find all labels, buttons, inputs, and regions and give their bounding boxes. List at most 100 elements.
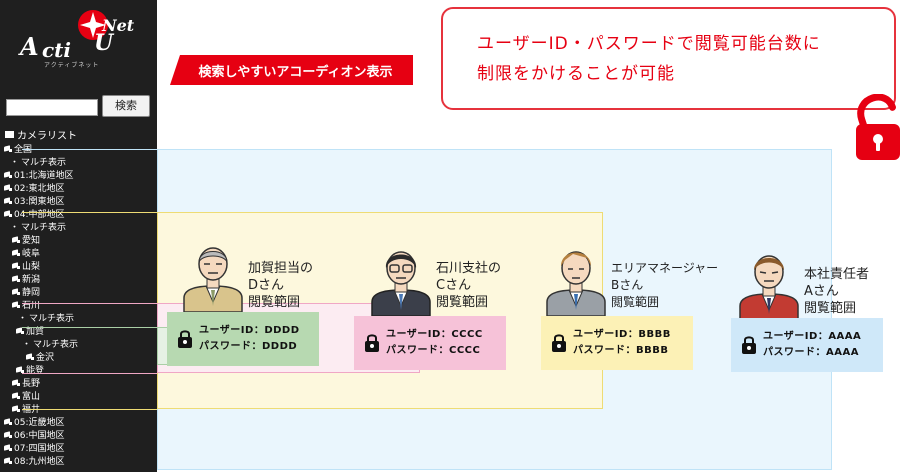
camera-icon xyxy=(4,458,13,464)
camera-icon xyxy=(16,328,25,334)
sidebar-camera-item[interactable]: 02:東北地区 xyxy=(4,181,65,194)
sidebar-camera-item[interactable]: 04:中部地区 xyxy=(4,207,65,220)
camera-icon xyxy=(4,419,13,425)
sidebar-camera-item[interactable]: 全国 xyxy=(4,142,32,155)
logo-letter-a: A xyxy=(20,32,39,61)
sidebar-item-label: 長野 xyxy=(22,379,41,389)
sidebar-item-label: 富山 xyxy=(22,392,41,402)
sidebar-item-label: マルチ表示 xyxy=(21,158,67,168)
bullet-icon: ・ xyxy=(22,340,32,350)
sidebar-camera-item[interactable]: 01:北海道地区 xyxy=(4,168,74,181)
sidebar-camera-item[interactable]: 山梨 xyxy=(12,259,40,272)
logo-subtitle: アクティブネット xyxy=(44,62,100,69)
search-button[interactable]: 検索 xyxy=(102,95,150,117)
sidebar-item-label: 石川 xyxy=(22,301,41,311)
camera-icon xyxy=(12,406,21,412)
person-d-name: 加賀担当の Dさん 閲覧範囲 xyxy=(248,261,314,310)
person-c-name: 石川支社の Cさん 閲覧範囲 xyxy=(436,261,502,310)
sidebar-item-label: 加賀 xyxy=(26,327,45,337)
callout-box: ユーザーID・パスワードで閲覧可能台数に 制限をかけることが可能 xyxy=(441,7,896,110)
camera-icon xyxy=(4,198,13,204)
callout-line-1: ユーザーID・パスワードで閲覧可能台数に xyxy=(477,34,821,54)
sidebar-item-label: 金沢 xyxy=(36,353,55,363)
bullet-icon: ・ xyxy=(10,223,20,233)
camera-icon xyxy=(12,393,21,399)
camera-icon xyxy=(4,211,13,217)
lock-icon xyxy=(365,334,379,352)
sidebar-camera-item[interactable]: 07:四国地区 xyxy=(4,441,65,454)
sidebar-camera-item[interactable]: 金沢 xyxy=(26,350,54,363)
user-id-b: ユーザーID：BBBB xyxy=(573,329,671,340)
password-c: パスワード：CCCC xyxy=(386,345,481,356)
callout-line-2: 制限をかけることが可能 xyxy=(477,64,675,84)
sidebar-camera-item[interactable]: 06:中国地区 xyxy=(4,428,65,441)
sidebar-camera-item[interactable]: 静岡 xyxy=(12,285,40,298)
logo-net: Net xyxy=(102,16,135,35)
sidebar-camera-item[interactable]: 愛知 xyxy=(12,233,40,246)
lock-icon xyxy=(742,336,756,354)
logo-star-icon xyxy=(78,10,108,40)
sidebar-camera-item[interactable]: 石川 xyxy=(12,298,40,311)
credentials-b: ユーザーID：BBBB パスワード：BBBB xyxy=(541,316,693,370)
camera-icon xyxy=(4,445,13,451)
sidebar-item-label: マルチ表示 xyxy=(29,314,75,324)
camera-icon xyxy=(12,289,21,295)
camera-icon xyxy=(16,367,25,373)
credentials-a: ユーザーID：AAAA パスワード：AAAA xyxy=(731,318,883,372)
sidebar-camera-item[interactable]: 能登 xyxy=(16,363,44,376)
sidebar-item-label: 愛知 xyxy=(22,236,41,246)
person-d-avatar-icon xyxy=(183,247,243,312)
sidebar-camera-item[interactable]: 08:九州地区 xyxy=(4,454,65,467)
sidebar-camera-item[interactable]: 03:関東地区 xyxy=(4,194,65,207)
connector-chubu-bottom xyxy=(22,409,157,410)
sidebar-item-label: 静岡 xyxy=(22,288,41,298)
credentials-d: ユーザーID：DDDD パスワード：DDDD xyxy=(167,312,319,366)
sidebar-item-label: 全国 xyxy=(14,145,33,155)
camera-icon xyxy=(12,263,21,269)
accordion-badge: 検索しやすいアコーディオン表示 xyxy=(170,55,413,85)
sidebar-camera-item[interactable]: 富山 xyxy=(12,389,40,402)
sidebar-item-label: マルチ表示 xyxy=(33,340,79,350)
sidebar-item-label: 08:九州地区 xyxy=(14,457,65,467)
sidebar-item-label: 02:東北地区 xyxy=(14,184,65,194)
camera-icon xyxy=(12,302,21,308)
sidebar-item-label: 01:北海道地区 xyxy=(14,171,74,181)
logo-letters-cti: cti xyxy=(42,38,72,62)
sidebar-item-label: 04:中部地区 xyxy=(14,210,65,220)
lock-icon xyxy=(178,330,192,348)
person-a-name: 本社責任者 Aさん 閲覧範囲 xyxy=(804,267,870,316)
camera-list-label: カメラリスト xyxy=(17,131,77,142)
search-input[interactable] xyxy=(6,99,98,116)
sidebar-item-label: 07:四国地区 xyxy=(14,444,65,454)
callout-text: ユーザーID・パスワードで閲覧可能台数に 制限をかけることが可能 xyxy=(477,29,877,89)
logo-letter-u: U xyxy=(94,30,114,56)
sidebar-camera-item[interactable]: 加賀 xyxy=(16,324,44,337)
bullet-icon: ・ xyxy=(10,158,20,168)
person-b-name: エリアマネージャー Bさん 閲覧範囲 xyxy=(611,261,719,309)
connector-ishikawa xyxy=(22,303,157,304)
person-b-avatar-icon xyxy=(546,251,606,316)
lock-icon xyxy=(552,334,566,352)
sidebar-camera-item[interactable]: 福井 xyxy=(12,402,40,415)
camera-icon xyxy=(4,185,13,191)
sidebar-camera-item[interactable]: 長野 xyxy=(12,376,40,389)
camera-icon xyxy=(4,172,13,178)
camera-icon xyxy=(26,354,35,360)
sidebar-camera-item[interactable]: 05:近畿地区 xyxy=(4,415,65,428)
sidebar-multi-view-link[interactable]: ・マルチ表示 xyxy=(22,337,78,350)
sidebar-multi-view-link[interactable]: ・マルチ表示 xyxy=(10,220,66,233)
sidebar-item-label: 03:関東地区 xyxy=(14,197,65,207)
open-padlock-icon xyxy=(856,94,900,160)
person-a-avatar-icon xyxy=(739,255,799,320)
connector-chubu xyxy=(22,212,157,213)
logo: A cti Net U アクティブネット xyxy=(14,6,144,72)
camera-icon xyxy=(4,432,13,438)
sidebar-item-label: 新潟 xyxy=(22,275,41,285)
sidebar-item-label: 05:近畿地区 xyxy=(14,418,65,428)
sidebar-camera-item[interactable]: 岐阜 xyxy=(12,246,40,259)
sidebar-item-label: 能登 xyxy=(26,366,45,376)
sidebar-multi-view-link[interactable]: ・マルチ表示 xyxy=(18,311,74,324)
sidebar-camera-item[interactable]: 新潟 xyxy=(12,272,40,285)
camera-icon xyxy=(12,276,21,282)
sidebar-multi-view-link[interactable]: ・マルチ表示 xyxy=(10,155,66,168)
